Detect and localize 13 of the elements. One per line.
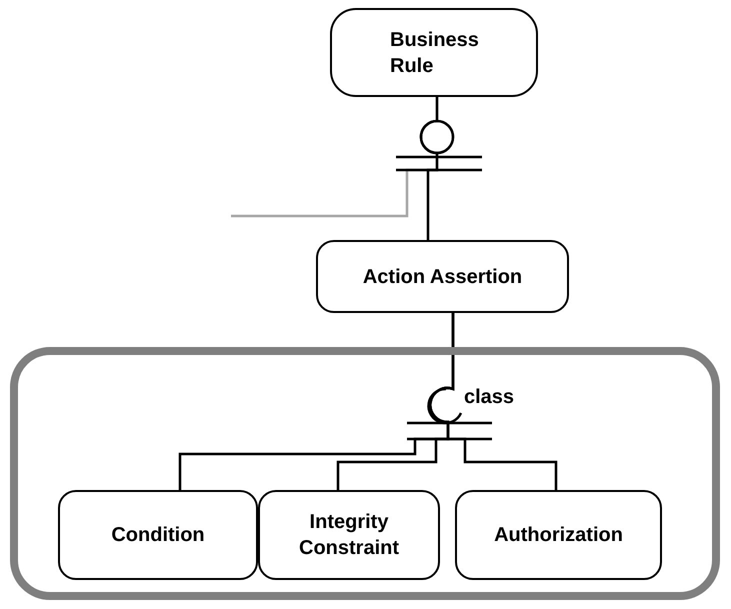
entity-box <box>455 490 662 580</box>
group-frame <box>10 347 720 600</box>
entity-name: Authorization <box>494 523 623 548</box>
entity-name: Condition <box>111 523 205 548</box>
discriminator-label: class <box>464 385 514 409</box>
entity-name: Business Rule <box>389 28 480 78</box>
entity-box <box>258 490 440 580</box>
entity-name: Integrity Constraint <box>298 510 400 561</box>
relationship-line <box>429 313 558 490</box>
entity-name: Action Assertion <box>362 264 522 290</box>
entity-box <box>58 490 258 580</box>
entity-box <box>316 240 569 313</box>
entity-box <box>330 8 538 97</box>
